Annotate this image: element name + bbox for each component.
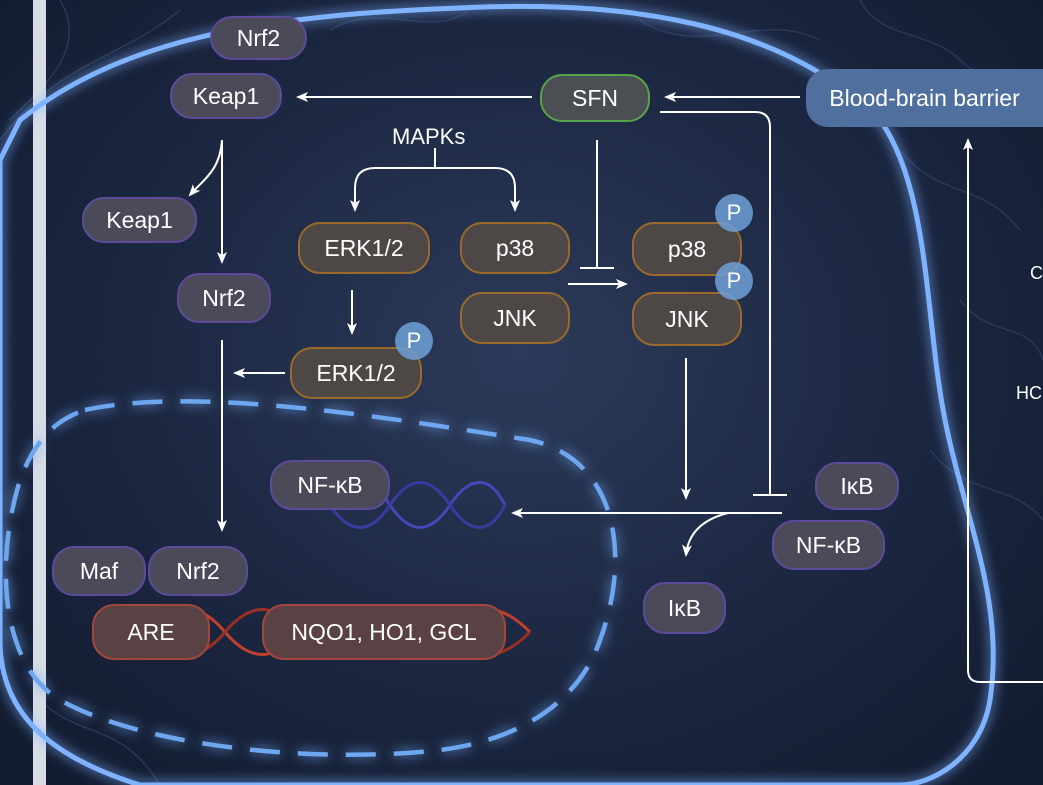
keap1-top-node: Keap1 xyxy=(170,73,282,119)
phospho-erk-badge: P xyxy=(395,322,433,360)
nrf2-top-node: Nrf2 xyxy=(210,16,307,60)
pathway-arrows xyxy=(188,92,1043,683)
sfn-node: SFN xyxy=(540,74,650,122)
erk-upper-node: ERK1/2 xyxy=(298,222,430,274)
nucleus-membrane xyxy=(3,399,618,758)
edge-fragment-c: C xyxy=(1030,263,1043,283)
nfkb-right-node: NF-κB xyxy=(772,520,885,570)
keap1-released-node: Keap1 xyxy=(82,197,197,243)
p38-left-node: p38 xyxy=(460,222,570,274)
nrf2-nucleus-node: Nrf2 xyxy=(148,546,248,596)
jnk-left-node: JNK xyxy=(460,292,570,344)
blood-brain-barrier-node: Blood-brain barrier xyxy=(806,69,1043,127)
cell-membrane xyxy=(0,3,996,785)
nfkb-nucleus-node: NF-κB xyxy=(270,460,390,510)
left-axis-bar xyxy=(33,0,46,785)
mapks-label: MAPKs xyxy=(392,124,466,149)
genes-node: NQO1, HO1, GCL xyxy=(262,604,506,660)
phospho-jnk-badge: P xyxy=(715,262,753,300)
are-node: ARE xyxy=(92,604,210,660)
ikb-right-node: IκB xyxy=(815,462,899,510)
maf-node: Maf xyxy=(52,546,146,596)
phospho-p38-badge: P xyxy=(715,194,753,232)
ikb-released-node: IκB xyxy=(643,582,726,634)
jnk-right-node: JNK xyxy=(632,292,742,346)
edge-fragment-hc: HC xyxy=(1016,383,1042,403)
erk-phospho-node: ERK1/2 xyxy=(290,347,422,399)
nrf2-free-node: Nrf2 xyxy=(177,273,271,323)
